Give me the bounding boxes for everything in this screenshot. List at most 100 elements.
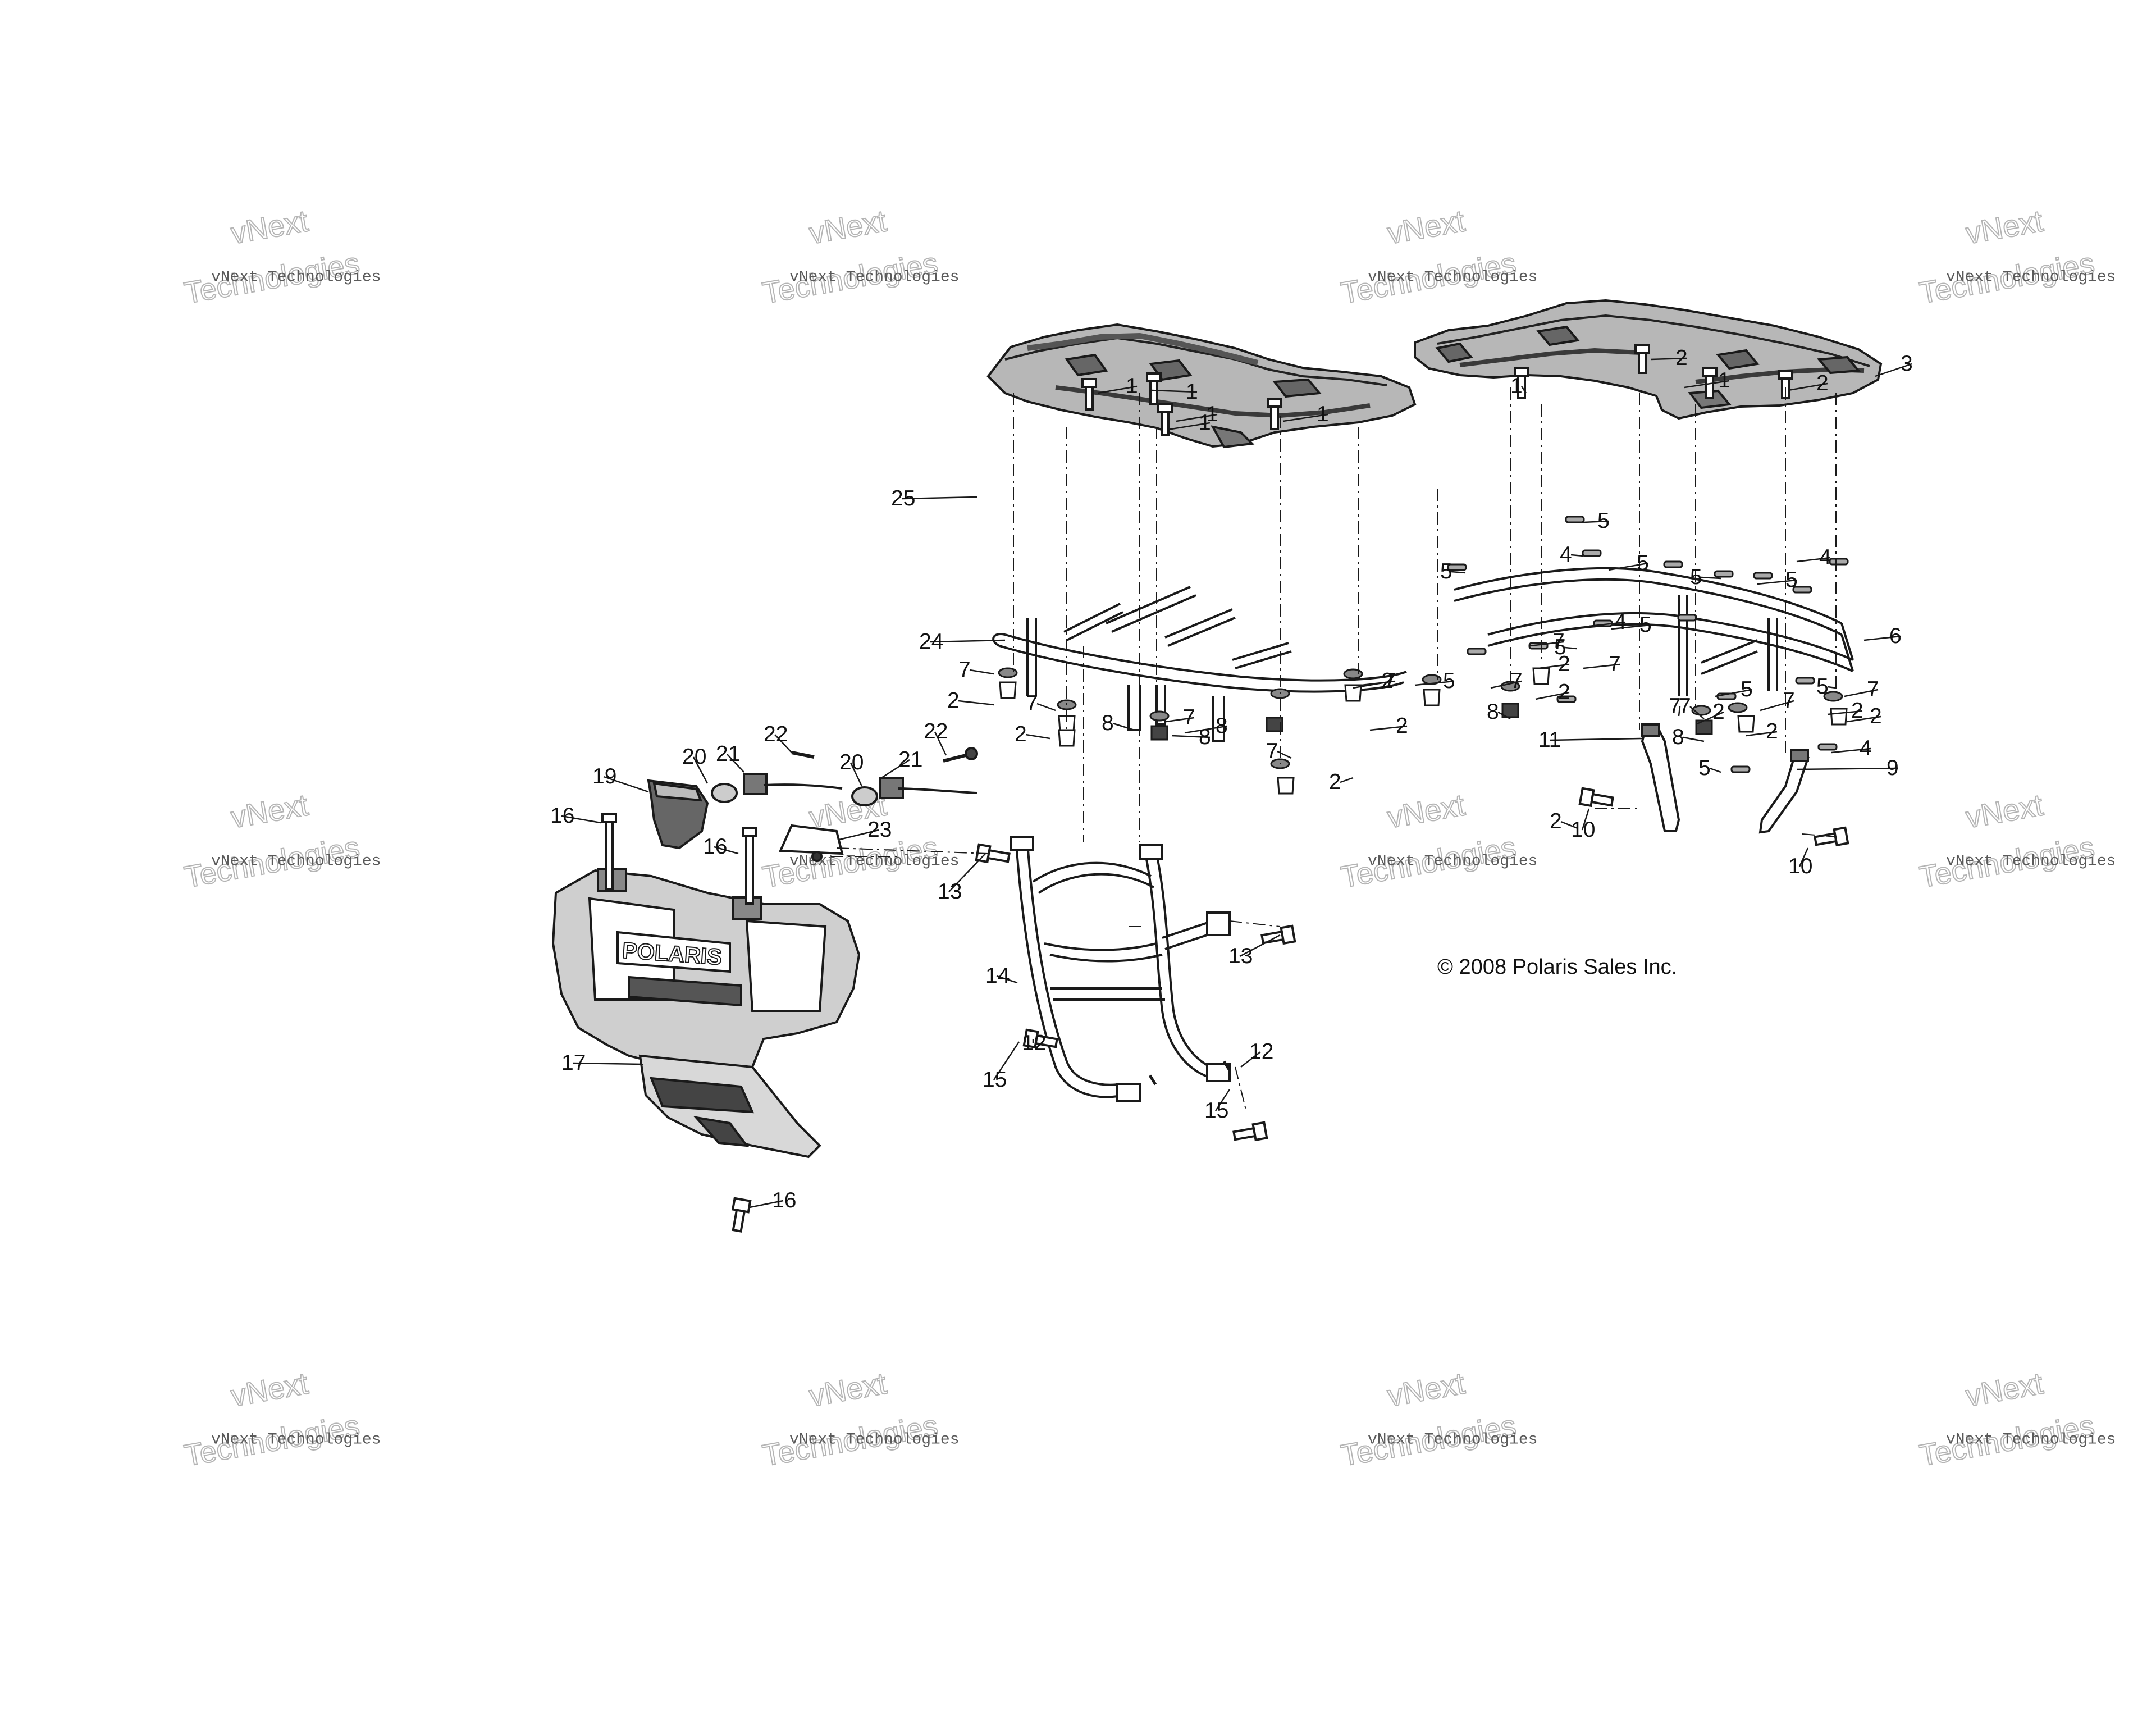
bolt [1157, 403, 1173, 436]
callout-number: 12 [1022, 1031, 1046, 1055]
insert [1582, 549, 1602, 557]
leader-line [1497, 711, 1511, 720]
bolt [1022, 1028, 1058, 1049]
spacer [999, 681, 1017, 699]
callout-number: 7 [1609, 652, 1621, 676]
leader-line [1583, 663, 1620, 669]
insert [1467, 648, 1487, 655]
callout-number: 16 [703, 835, 727, 859]
leader-line [1709, 767, 1721, 773]
watermark-text: vNext [1385, 204, 1467, 250]
leader-line [1097, 385, 1138, 394]
callout-number: 16 [772, 1188, 796, 1212]
bolt [742, 827, 757, 905]
callout-number: 2 [1675, 346, 1688, 370]
spacer [1830, 708, 1848, 726]
leader-line [561, 815, 601, 824]
washer [1728, 702, 1748, 713]
callout-number: 7 [1867, 677, 1879, 701]
callout-number: 1 [1126, 374, 1138, 398]
leader-line [1847, 715, 1881, 723]
leader-line [1788, 382, 1828, 391]
callout-number: 22 [924, 719, 948, 744]
leader-line [948, 853, 986, 892]
leader-line [1166, 717, 1195, 723]
bolt [1814, 826, 1849, 847]
leader-line [1863, 635, 1901, 641]
spacer [1532, 667, 1550, 685]
spacer [1058, 729, 1076, 747]
callout-number: 5 [1637, 551, 1649, 575]
callout-number: 5 [1554, 635, 1566, 659]
leader-line [849, 762, 863, 787]
callout-number: 7 [1266, 739, 1278, 763]
callout-number: 2 [1816, 371, 1829, 395]
callout-number: 2 [1550, 809, 1562, 833]
callout-number: 3 [1901, 352, 1913, 376]
watermark-text: vNext [807, 204, 889, 250]
leader-line [1827, 710, 1863, 715]
callout-number: 8 [1487, 700, 1499, 724]
insert [1730, 765, 1751, 773]
bolt [601, 813, 617, 891]
leader-line [1535, 691, 1570, 700]
watermark-text: vNext Technologies [789, 268, 959, 286]
leader-line [1529, 641, 1564, 647]
insert [1795, 677, 1815, 685]
callout-number: 7 [1384, 669, 1396, 693]
callout-number: 20 [839, 750, 864, 774]
watermark-text: vNext Technologies [1946, 852, 2116, 870]
callout-number: 21 [716, 742, 740, 766]
leader-line [1695, 711, 1724, 726]
leader-line [774, 734, 792, 753]
callout-number: 12 [1249, 1039, 1273, 1064]
watermark-text: vNext [1385, 788, 1467, 835]
insert [1714, 570, 1734, 578]
leader-line [1150, 389, 1198, 393]
leader-line [1581, 808, 1590, 831]
leader-line [1583, 520, 1609, 523]
leader-line [1214, 1089, 1231, 1111]
callout-number: 2 [1851, 699, 1863, 723]
light-housing-part-19 [647, 779, 709, 850]
callout-number: 8 [1199, 725, 1211, 749]
watermark-text: vNext Technologies [211, 1431, 381, 1448]
callout-number: 4 [1560, 542, 1572, 567]
callout-number: 4 [1614, 610, 1627, 634]
copyright-text: © 2008 Polaris Sales Inc. [1437, 955, 1677, 979]
insert [1677, 614, 1697, 622]
leader-line [572, 1062, 643, 1065]
callout-number: 24 [919, 630, 943, 654]
leader-line [1538, 663, 1570, 669]
leader-line [1560, 820, 1578, 829]
insert [1792, 586, 1812, 594]
leader-line [603, 776, 649, 793]
watermark-text: vNext Technologies [1946, 1431, 2116, 1448]
leader-line [1240, 1051, 1261, 1068]
insert [1556, 695, 1577, 703]
leader-line [1570, 554, 1584, 557]
leader-line [1798, 847, 1809, 867]
callout-number: 11 [1538, 728, 1561, 752]
callout-number: 1 [1199, 411, 1211, 435]
watermark-text: vNext Technologies [1368, 268, 1537, 286]
nut [1150, 725, 1168, 741]
leader-line [1167, 422, 1211, 431]
leader-line [1549, 737, 1643, 741]
callout-number: 19 [592, 764, 616, 788]
bolt [731, 1197, 752, 1233]
callout-number: 7 [1669, 694, 1681, 718]
callout-number: 20 [682, 745, 706, 769]
callout-number: 2 [1381, 669, 1394, 693]
callout-number: 5 [1639, 613, 1652, 637]
leader-line [1875, 363, 1912, 377]
callout-number: 17 [561, 1051, 586, 1075]
